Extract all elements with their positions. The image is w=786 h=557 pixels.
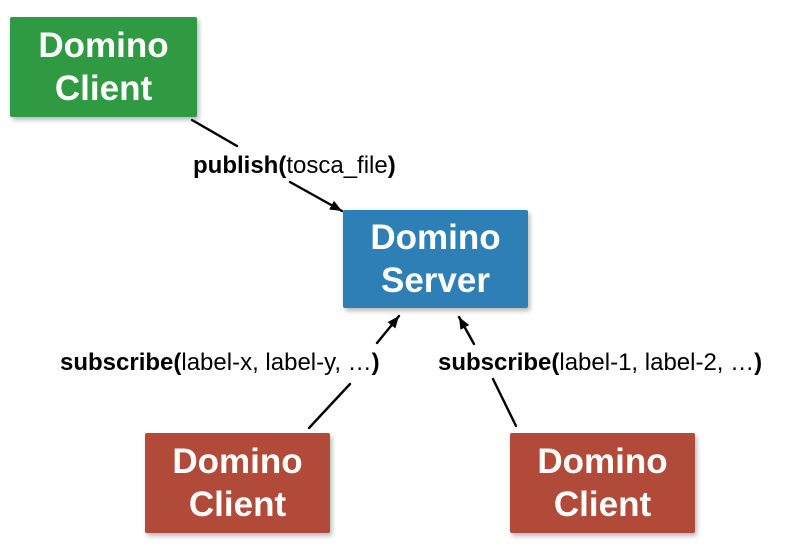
node-label-line1: Domino (370, 218, 501, 257)
publish-edge-label: publish(tosca_file) (193, 152, 396, 180)
subscribe-right-call-close-paren: ) (754, 349, 763, 376)
node-label-line2: Client (54, 69, 153, 108)
subscribe-left-call-name: subscribe( (60, 349, 182, 376)
publish-call-close-paren: ) (387, 152, 396, 179)
publish-call-name: publish( (193, 152, 287, 179)
publish-arrow-upper-segment (190, 118, 239, 148)
node-label-line1: Domino (172, 442, 303, 481)
subscribe-right-head-segment (457, 315, 476, 346)
subscribe-right-call-args: label-1, label-2, … (559, 349, 755, 376)
subscribe-left-lower-segment (307, 382, 352, 430)
server-node: Domino Server (343, 210, 528, 308)
subscribe-left-edge-label: subscribe(label-x, label-y, …) (60, 349, 380, 377)
node-label-line2: Client (553, 485, 652, 524)
node-label-line2: Client (188, 485, 287, 524)
subscribe-right-lower-segment (491, 377, 518, 428)
publish-call-args: tosca_file (286, 152, 388, 179)
subscriber-left-client-node: Domino Client (145, 433, 330, 533)
subscribe-left-head-segment (375, 314, 401, 345)
subscribe-left-call-close-paren: ) (371, 349, 380, 376)
subscriber-right-client-node: Domino Client (510, 433, 695, 533)
subscribe-right-edge-label: subscribe(label-1, label-2, …) (438, 349, 762, 377)
publish-arrow-head-segment (288, 180, 344, 213)
node-label-line1: Domino (537, 442, 668, 481)
node-label-line1: Domino (38, 26, 169, 65)
node-label-line2: Server (381, 261, 490, 300)
publisher-client-node: Domino Client (10, 17, 197, 117)
subscribe-right-call-name: subscribe( (438, 349, 560, 376)
subscribe-left-call-args: label-x, label-y, … (181, 349, 372, 376)
